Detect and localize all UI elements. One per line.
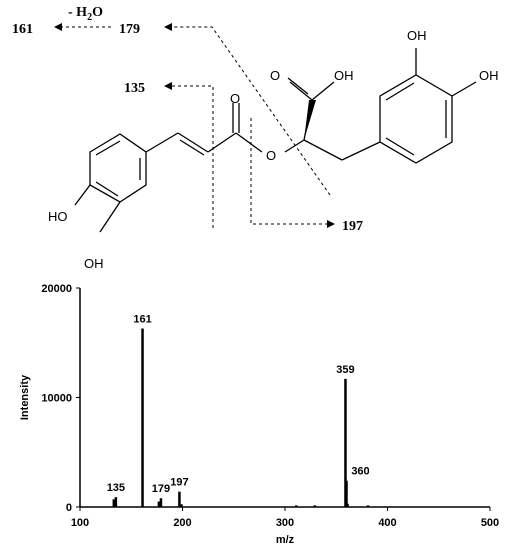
left-ring xyxy=(89,133,147,203)
vinyl-double-bond-inner xyxy=(179,139,205,156)
peak-bar xyxy=(344,378,347,507)
fragment-135: 135 xyxy=(124,81,145,96)
x-tick-label: 300 xyxy=(276,517,294,529)
molecule-structure xyxy=(74,48,477,233)
vinyl-bond xyxy=(145,132,179,153)
peak-bar xyxy=(295,505,298,507)
peak-bars xyxy=(112,328,370,507)
right-hydroxyl-2: OH xyxy=(479,68,499,83)
x-tick-label: 400 xyxy=(378,517,396,529)
peak-bar xyxy=(366,505,370,507)
peak-bar xyxy=(112,499,116,507)
cleavage-179 xyxy=(172,26,331,196)
y-axis-label: Intensity xyxy=(19,374,31,420)
benzyl-bond-2 xyxy=(341,141,381,161)
ester-bond-2 xyxy=(284,139,305,153)
hydroxyl-bond xyxy=(451,81,477,97)
acid-oh-bond xyxy=(311,81,335,101)
carbonyl-bond xyxy=(207,132,237,153)
fragment-197: 197 xyxy=(342,219,363,234)
peak-bar xyxy=(313,505,316,507)
fragment-161: 161 xyxy=(12,22,33,37)
fragmentation-lines xyxy=(62,26,331,228)
fragment-179: 179 xyxy=(119,22,140,37)
peak-bar xyxy=(180,504,183,507)
peak-bar xyxy=(159,498,163,507)
right-ring-double-bond xyxy=(385,137,415,156)
arrowhead-135 xyxy=(164,82,172,90)
peak-bar xyxy=(345,480,348,507)
axis-ticks: 100 200 300 400 500 0 10000 20000 xyxy=(41,283,499,529)
peak-label: 197 xyxy=(170,477,188,489)
left-hydroxyl-2: OH xyxy=(84,256,104,271)
left-ring-double-bond xyxy=(95,181,119,197)
left-hydroxyl-1: HO xyxy=(48,209,68,224)
peak-label: 135 xyxy=(107,482,125,494)
acid-double xyxy=(289,81,313,101)
acid-oxygen: O xyxy=(270,68,280,83)
x-tick-label: 500 xyxy=(481,517,499,529)
right-ring-double-bond xyxy=(385,82,415,101)
vinyl-double-bond xyxy=(177,132,209,153)
y-tick-label: 0 xyxy=(66,502,72,514)
peak-label: 179 xyxy=(152,483,170,495)
x-tick-label: 100 xyxy=(71,517,89,529)
cleavage-135 xyxy=(172,85,214,228)
peak-bar xyxy=(114,497,118,507)
peak-label: 360 xyxy=(351,466,369,478)
arrowhead-197 xyxy=(327,220,335,228)
benzyl-bond xyxy=(303,139,343,161)
right-hydroxyl-1: OH xyxy=(407,28,427,43)
right-ring xyxy=(379,74,453,164)
peak-bar xyxy=(157,501,161,507)
peak-bar xyxy=(141,328,144,507)
hydroxyl-bond xyxy=(74,184,91,206)
y-tick-label: 20000 xyxy=(41,283,72,295)
hydroxyl-bond xyxy=(99,201,121,233)
arrowheads xyxy=(54,23,335,228)
arrowhead-179 xyxy=(164,23,172,31)
acid-double-2 xyxy=(287,77,309,95)
peak-bar xyxy=(178,491,181,507)
y-tick-label: 10000 xyxy=(41,393,72,405)
cleavage-197 xyxy=(250,118,327,225)
peak-label: 161 xyxy=(133,314,151,326)
acid-hydroxyl: OH xyxy=(334,68,354,83)
arrowhead-161 xyxy=(54,23,62,31)
carbonyl-oxygen: O xyxy=(230,91,240,106)
ester-bond xyxy=(235,132,263,153)
x-tick-label: 200 xyxy=(173,517,191,529)
stereo-wedge xyxy=(304,100,316,140)
ester-oxygen: O xyxy=(266,148,276,163)
left-ring-double-bond xyxy=(95,140,121,156)
peak-bar xyxy=(346,503,349,507)
x-axis-label: m/z xyxy=(276,534,295,546)
water-loss-label: - H2O xyxy=(68,5,103,23)
peak-label: 359 xyxy=(336,364,354,376)
